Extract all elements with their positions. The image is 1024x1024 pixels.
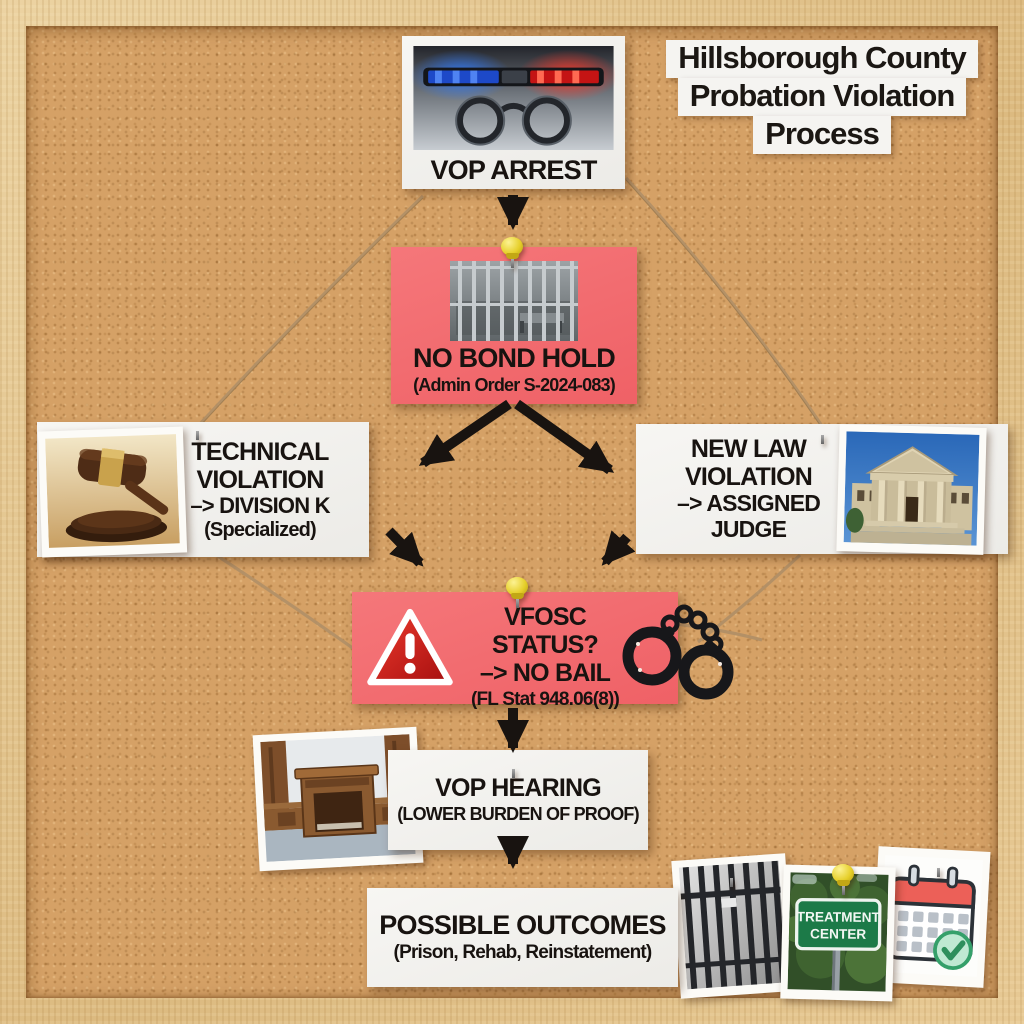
new-law-line-1: NEW LAW [690,435,807,464]
board-title: Hillsborough County Probation Violation … [633,40,1011,154]
new-law-line-2: VIOLATION [684,463,813,492]
treatment-sign-line-2: CENTER [810,926,866,941]
node-possible-outcomes: POSSIBLE OUTCOMES (Prison, Rehab, Reinst… [367,888,678,987]
police-lights-handcuffs-photo [412,46,615,150]
node-vfosc-status: VFOSC STATUS? –> NO BAIL (FL Stat 948.06… [352,592,734,710]
vop-arrest-label: VOP ARREST [430,155,597,185]
red-pushpin-icon [925,846,951,882]
new-law-line-4: JUDGE [710,516,787,542]
node-vop-arrest: VOP ARREST [402,36,625,189]
title-line-1: Hillsborough County [666,40,978,78]
new-law-line-3: –> ASSIGNED [676,490,821,517]
green-pushpin-icon [184,409,210,445]
handcuffs-icon [622,604,734,700]
possible-outcomes-subtitle: (Prison, Rehab, Reinstatement) [393,942,653,964]
no-bond-hold-title: NO BOND HOLD [413,343,616,373]
title-line-2: Probation Violation [677,78,967,116]
green-pushpin-icon [500,747,526,783]
calendar-graphic [871,846,991,988]
technical-line-1: TECHNICAL [191,437,329,466]
new-law-violation-text: NEW LAW VIOLATION –> ASSIGNED JUDGE [646,424,851,554]
title-line-3: Process [753,116,891,154]
treatment-sign-line-1: TREATMENT [797,909,881,925]
no-bond-hold-subtitle: (Admin Order S-2024-083) [413,375,616,396]
courthouse-photo [836,424,987,555]
technical-line-3: –> DIVISION K [190,492,330,518]
jail-cell-photo [450,261,578,341]
vfosc-line-3: (FL Stat 948.06(8)) [470,689,620,710]
node-vop-hearing: VOP HEARING (LOWER BURDEN OF PROOF) [388,750,648,850]
node-no-bond-hold: NO BOND HOLD (Admin Order S-2024-083) [391,247,637,404]
vop-hearing-title: VOP HEARING [435,774,602,802]
yellow-pushpin-icon [504,577,530,613]
jail-bars-photo [671,853,795,999]
vfosc-line-1: VFOSC STATUS? [492,603,599,659]
possible-outcomes-title: POSSIBLE OUTCOMES [379,910,666,940]
yellow-pushpin-icon [830,864,856,900]
check-circle-icon [933,930,973,970]
yellow-pushpin-icon [499,237,525,273]
blue-pushpin-icon [809,413,835,449]
technical-line-2: VIOLATION [196,465,324,494]
vfosc-line-2: –> NO BAIL [479,659,611,687]
vop-hearing-subtitle: (LOWER BURDEN OF PROOF) [397,804,639,824]
vfosc-status-text: VFOSC STATUS? –> NO BAIL (FL Stat 948.06… [452,603,638,710]
blue-pushpin-icon [718,856,744,892]
technical-line-4: (Specialized) [204,518,317,541]
gavel-photo [37,426,188,558]
technical-violation-text: TECHNICAL VIOLATION –> DIVISION K (Speci… [155,422,365,557]
treatment-center-photo: TREATMENT CENTER [780,864,896,1002]
warning-triangle-icon [367,608,453,686]
